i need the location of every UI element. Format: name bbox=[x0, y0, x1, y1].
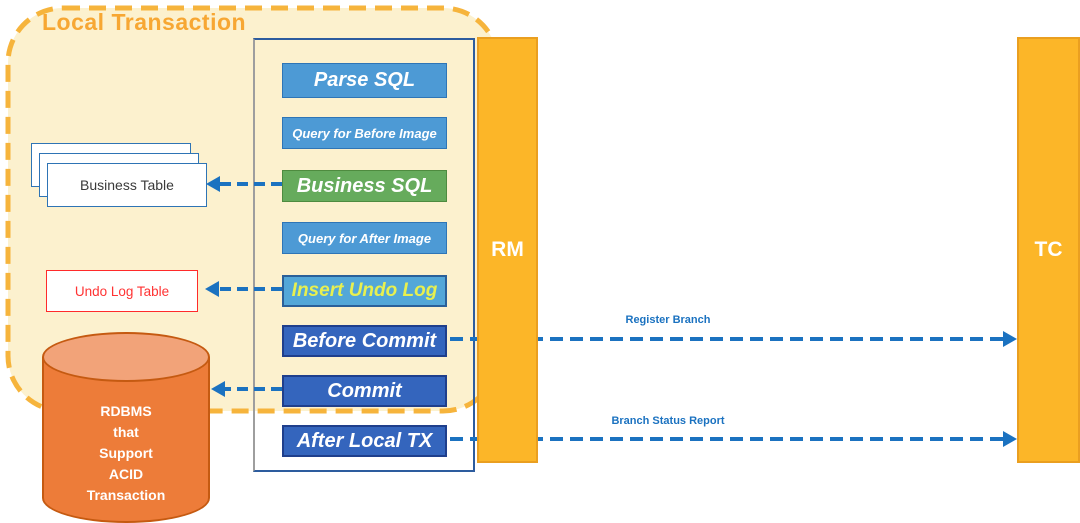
step-query-before-image: Query for Before Image bbox=[282, 117, 447, 149]
lane-rm: RM bbox=[477, 37, 538, 463]
arrow-register-branch bbox=[450, 337, 1003, 341]
arrow-insert-undo-log-to-undo-table bbox=[219, 287, 282, 291]
flow-steps-container bbox=[253, 38, 475, 472]
rm-label: RM bbox=[491, 238, 524, 261]
business-table-label: Business Table bbox=[80, 177, 174, 193]
local-transaction-title: Local Transaction bbox=[42, 9, 247, 35]
step-parse-sql: Parse SQL bbox=[282, 63, 447, 98]
step-query-after-image: Query for After Image bbox=[282, 222, 447, 254]
rdbms-cylinder-top bbox=[42, 332, 210, 382]
step-insert-undo-log: Insert Undo Log bbox=[282, 275, 447, 307]
rdbms-label: RDBMS that Support ACID Transaction bbox=[86, 402, 166, 503]
step-before-commit: Before Commit bbox=[282, 325, 447, 357]
arrow-business-sql-to-business-table bbox=[220, 182, 282, 186]
lane-tc: TC bbox=[1017, 37, 1080, 463]
rdbms-cylinder-body: RDBMS that Support ACID Transaction bbox=[42, 357, 210, 523]
register-branch-label: Register Branch bbox=[625, 314, 711, 326]
arrow-commit-to-rdbms bbox=[225, 387, 282, 391]
undo-log-table-label: Undo Log Table bbox=[74, 283, 170, 299]
step-commit: Commit bbox=[282, 375, 447, 407]
step-after-local-tx: After Local TX bbox=[282, 425, 447, 457]
undo-log-table: Undo Log Table bbox=[46, 270, 198, 312]
business-table-card-front: Business Table bbox=[47, 163, 207, 207]
tc-label: TC bbox=[1034, 238, 1063, 261]
branch-status-report-label: Branch Status Report bbox=[611, 415, 725, 427]
arrow-branch-status-report bbox=[450, 437, 1003, 441]
step-business-sql: Business SQL bbox=[282, 170, 447, 202]
